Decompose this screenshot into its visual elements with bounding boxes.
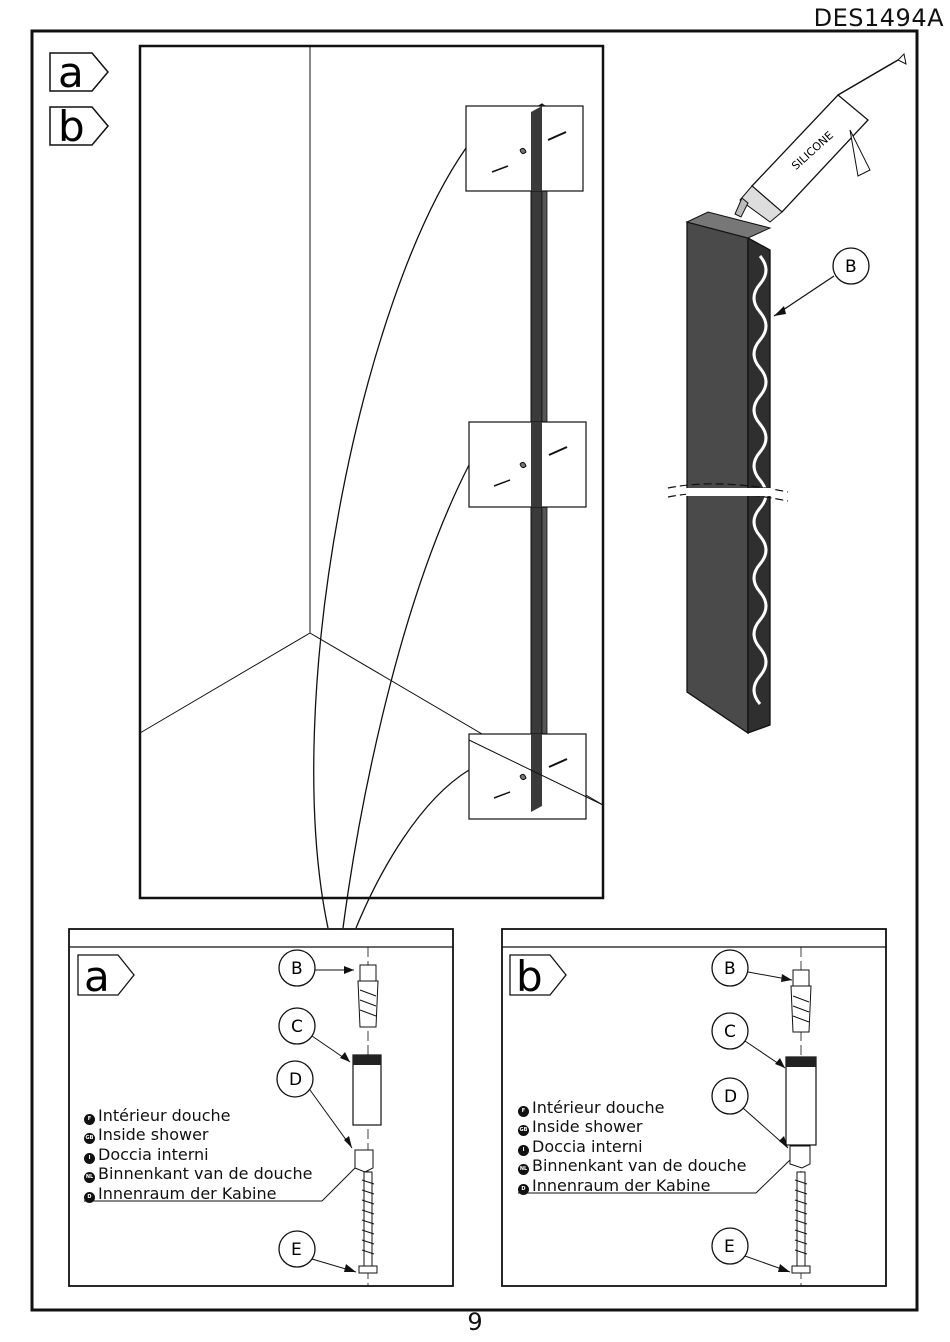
detail-panel-b: b B C D E bbox=[501, 928, 887, 1287]
svg-text:B: B bbox=[845, 257, 857, 277]
svg-text:E: E bbox=[724, 1237, 735, 1257]
step-tag-b: b bbox=[49, 102, 109, 151]
step-tag-a: a bbox=[49, 48, 109, 97]
svg-text:B: B bbox=[291, 959, 303, 979]
svg-text:D: D bbox=[289, 1070, 302, 1090]
flag-de-icon: D bbox=[84, 1191, 95, 1203]
leader-curve-1 bbox=[313, 147, 467, 929]
svg-text:C: C bbox=[724, 1022, 736, 1042]
flag-it-icon: I bbox=[84, 1152, 95, 1164]
flag-gb-icon: GB bbox=[84, 1133, 95, 1145]
flag-gb-icon: GB bbox=[518, 1125, 529, 1137]
flag-it-icon: I bbox=[518, 1144, 529, 1156]
profile-with-silicone bbox=[667, 211, 789, 735]
detail-box-middle bbox=[468, 421, 587, 508]
detail-panel-a: a B C D E bbox=[68, 928, 454, 1287]
page-frame bbox=[30, 29, 919, 1312]
svg-text:a: a bbox=[84, 952, 110, 1001]
svg-text:B: B bbox=[724, 959, 736, 979]
svg-text:D: D bbox=[724, 1087, 737, 1107]
flag-fr-icon: F bbox=[518, 1106, 529, 1117]
silicone-bead bbox=[752, 255, 768, 705]
leader-curve-2 bbox=[342, 464, 470, 929]
svg-text:C: C bbox=[291, 1017, 303, 1037]
flag-nl-icon: NL bbox=[84, 1172, 95, 1184]
flag-de-icon: D bbox=[518, 1183, 529, 1195]
page-number: 9 bbox=[467, 1308, 483, 1336]
callout-b-main: B bbox=[773, 247, 870, 317]
leader-curve-3 bbox=[355, 769, 470, 929]
step-tag-a-text: a bbox=[58, 48, 84, 97]
detail-box-top bbox=[465, 105, 584, 192]
break-line-1 bbox=[667, 483, 789, 493]
document-code: DES1494A bbox=[813, 4, 944, 32]
svg-text:b: b bbox=[516, 952, 543, 1001]
silicone-gun-illustration: SILICONE bbox=[734, 52, 907, 223]
flag-nl-icon: NL bbox=[518, 1164, 529, 1176]
flag-fr-icon: F bbox=[84, 1114, 95, 1125]
step-tag-b-text: b bbox=[58, 102, 85, 151]
svg-text:E: E bbox=[291, 1240, 302, 1260]
detail-box-bottom bbox=[468, 733, 604, 820]
